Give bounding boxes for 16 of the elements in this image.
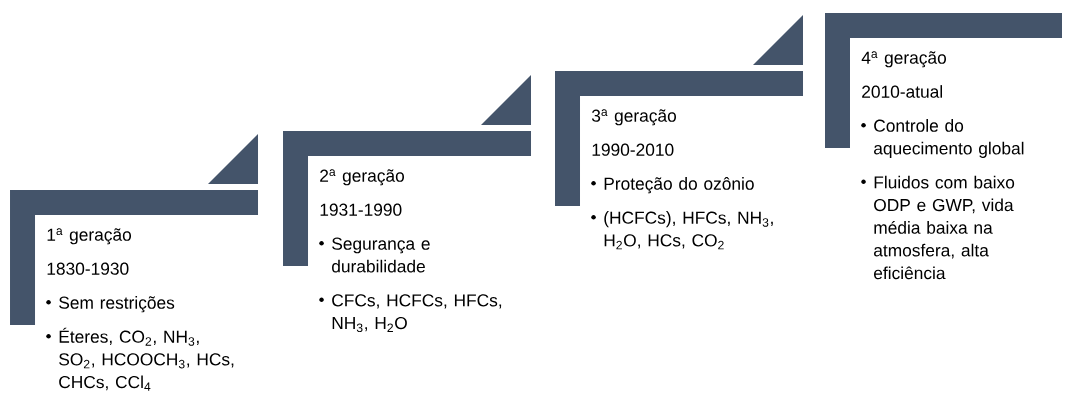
bullet-item: Proteção do ozônio [591,177,754,194]
bullet-item: (HCFCs), HFCs, NH$_{3}$, H$_{2}$O, HCs, CO$_{2}$ [591,211,773,250]
year-range: 1990-2010 [592,143,674,156]
step-heading: 3$^{a}$ geração [591,109,676,126]
year-range: 2010-atual [862,85,942,98]
bullet-item: CFCs, HCFCs, HFCs, NH$_{3}$, H$_{2}$O [319,294,502,333]
bullet-item: Controle do aquecimento global [861,119,1024,158]
bullet-item: Fluidos com baixo ODP e GWP, vida média baixa na atmosfera, alta eficiência [861,175,1015,280]
bullet-item: Segurança e durabilidade [319,237,430,273]
step-heading: 2$^{a}$ geração [320,169,404,186]
year-range: 1931-1990 [320,203,402,216]
year-range: 1830-1930 [47,262,129,275]
bullet-item: Sem restrições [46,296,175,313]
step-heading: 4$^{a}$ geração [861,51,946,68]
step-heading: 1$^{a}$ geração [47,228,131,245]
bullet-item: Éteres, CO$_{2}$, NH$_{3}$, SO$_{2}$, HCOOCH$_{3}$, HCs, CHCs, CCl$_{4}$ [46,327,234,391]
